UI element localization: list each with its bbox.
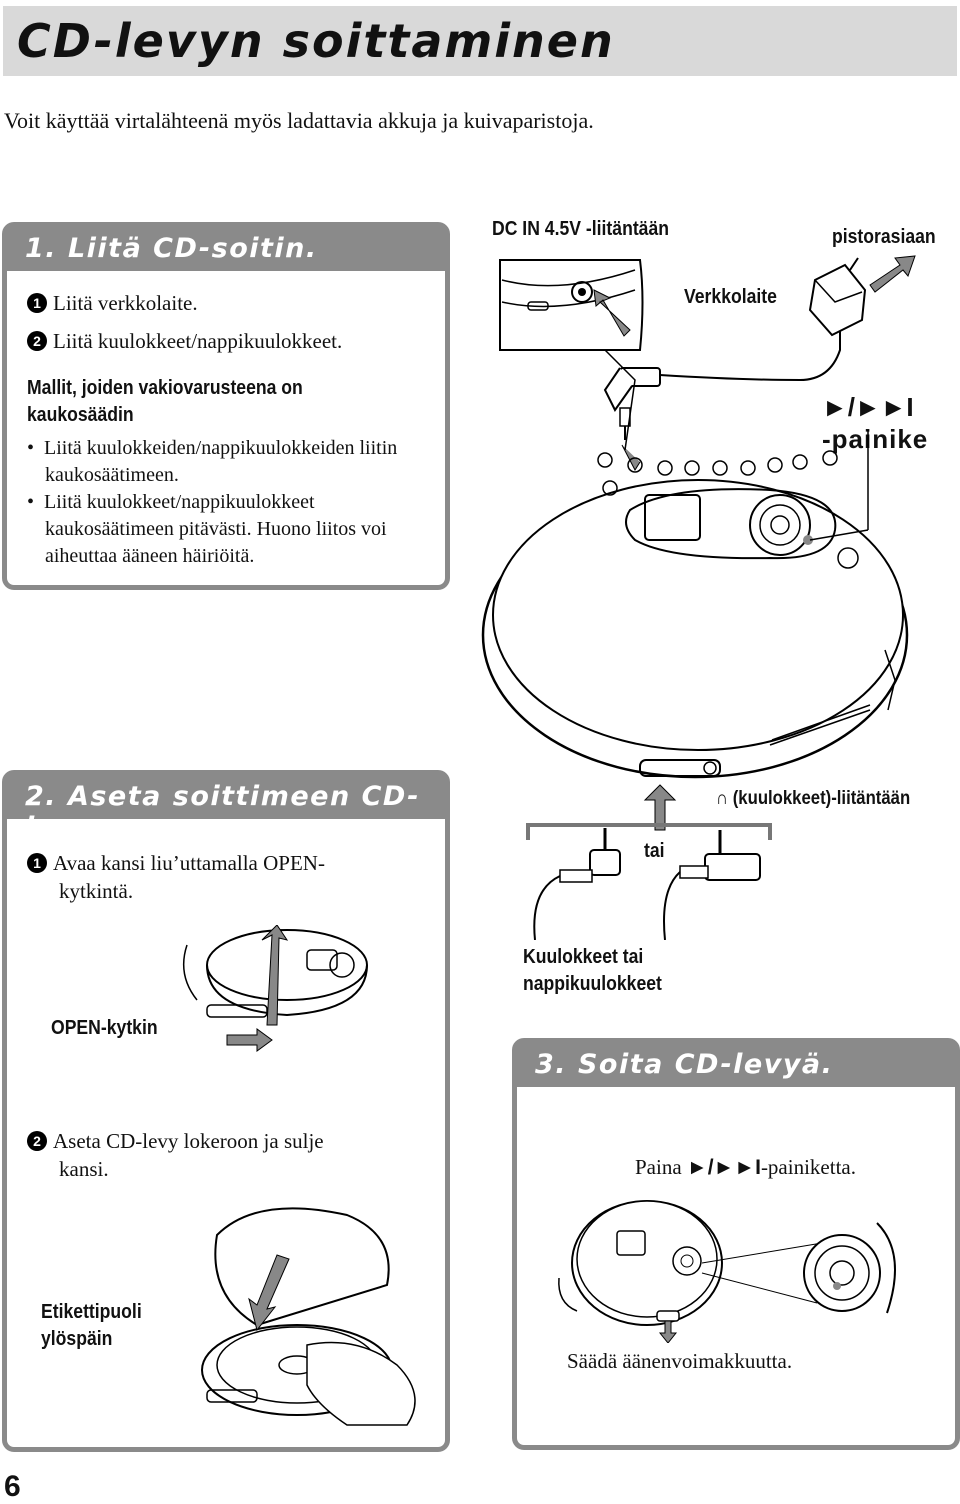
step-number: 1 bbox=[27, 853, 47, 873]
bullet-1-line-1: Liitä kuulokkeiden/nappikuulokkeiden lii… bbox=[44, 437, 398, 459]
bullet-1-line-2: kaukosäätimeen. bbox=[45, 464, 179, 486]
open-switch-label: OPEN-kytkin bbox=[51, 1017, 158, 1039]
headphone-jack-label: ∩ (kuulokkeet)-liitäntään bbox=[716, 788, 910, 810]
bullet-2: • Liitä kuulokkeet/nappikuulokkeet kauko… bbox=[27, 489, 387, 570]
play-button-illustration bbox=[558, 1200, 896, 1343]
label-side-up-line-2: ylöspäin bbox=[41, 1328, 113, 1350]
cd-player-connection-diagram bbox=[481, 255, 916, 779]
dc-in-label: DC IN 4.5V -liitäntään bbox=[492, 218, 670, 240]
section-3-header: 3. Soita CD-levyä. bbox=[517, 1043, 955, 1087]
step-text: Liitä verkkolaite. bbox=[53, 291, 198, 315]
bullet-2-line-3: aiheuttaa ääneen häiriöitä. bbox=[45, 545, 255, 567]
step-text: Liitä kuulokkeet/nappikuulokkeet. bbox=[53, 329, 343, 353]
page-number: 6 bbox=[4, 1470, 21, 1503]
title-bar: CD-levyn soittaminen bbox=[3, 6, 957, 76]
headphone-plugs-illustration bbox=[526, 784, 772, 940]
or-label: tai bbox=[644, 840, 665, 862]
volume-instruction: Säädä äänenvoimakkuutta. bbox=[567, 1349, 793, 1373]
section-2-heading: 2. Aseta soittimeen CD-levy. bbox=[25, 781, 421, 843]
step-text-line-1: Aseta CD-levy lokeroon ja sulje bbox=[53, 1129, 324, 1153]
step-text-line-2: kansi. bbox=[59, 1157, 109, 1181]
intro-text: Voit käyttää virtalähteenä myös ladattav… bbox=[4, 108, 594, 133]
remote-heading-line-1: Mallit, joiden vakiovarusteena on bbox=[27, 377, 303, 399]
page-title: CD-levyn soittaminen bbox=[17, 14, 615, 68]
press-prefix: Paina bbox=[635, 1155, 682, 1179]
headphone-jack-text: (kuulokkeet)-liitäntään bbox=[732, 788, 911, 809]
step-1: 1 Liitä verkkolaite. bbox=[27, 289, 198, 317]
step-number: 2 bbox=[27, 1131, 47, 1151]
play-button-symbol: ►/►►I bbox=[822, 392, 914, 422]
bullet-2-line-1: Liitä kuulokkeet/nappikuulokkeet bbox=[44, 491, 315, 513]
step-text-line-1: Avaa kansi liu’uttamalla OPEN- bbox=[53, 851, 325, 875]
bullet-1: • Liitä kuulokkeiden/nappikuulokkeiden l… bbox=[27, 435, 397, 489]
section-2-step-1: 1 Avaa kansi liu’uttamalla OPEN- kytkintä… bbox=[27, 849, 325, 905]
step-2: 2 Liitä kuulokkeet/nappikuulokkeet. bbox=[27, 327, 342, 355]
press-suffix: -painiketta. bbox=[760, 1155, 856, 1179]
section-1-header: 1. Liitä CD-soitin. bbox=[7, 227, 445, 271]
section-2-header: 2. Aseta soittimeen CD-levy. bbox=[7, 775, 445, 843]
bullet-2-line-2: kaukosäätimeen pitävästi. Huono liitos v… bbox=[45, 518, 387, 540]
step-number: 1 bbox=[27, 293, 47, 313]
section-2-box: 2. Aseta soittimeen CD-levy. 1 Avaa kansi… bbox=[2, 770, 450, 1452]
section-2-step-2: 2 Aseta CD-levy lokeroon ja sulje kansi. bbox=[27, 1127, 324, 1183]
play-button-label: -painike bbox=[822, 424, 929, 454]
headphones-label-line-1: Kuulokkeet tai bbox=[523, 946, 644, 968]
step-number: 2 bbox=[27, 331, 47, 351]
label-side-up-line-1: Etikettipuoli bbox=[41, 1301, 142, 1323]
section-1-heading: 1. Liitä CD-soitin. bbox=[25, 233, 318, 264]
open-switch-illustration bbox=[182, 925, 368, 1052]
section-3-heading: 3. Soita CD-levyä. bbox=[535, 1049, 834, 1080]
headphone-icon: ∩ bbox=[716, 788, 729, 809]
play-symbol: ►/►►I bbox=[686, 1156, 761, 1179]
outlet-label: pistorasiaan bbox=[832, 226, 936, 248]
section-3-box: 3. Soita CD-levyä. Paina ►/►►I-painikett… bbox=[512, 1038, 960, 1450]
step-text-line-2: kytkintä. bbox=[59, 879, 134, 903]
insert-disc-illustration bbox=[201, 1207, 416, 1426]
press-play-instruction: Paina ►/►►I-painiketta. bbox=[635, 1153, 856, 1182]
remote-heading-line-2: kaukosäädin bbox=[27, 404, 134, 426]
adapter-label: Verkkolaite bbox=[684, 286, 777, 308]
headphones-label-line-2: nappikuulokkeet bbox=[523, 973, 662, 995]
